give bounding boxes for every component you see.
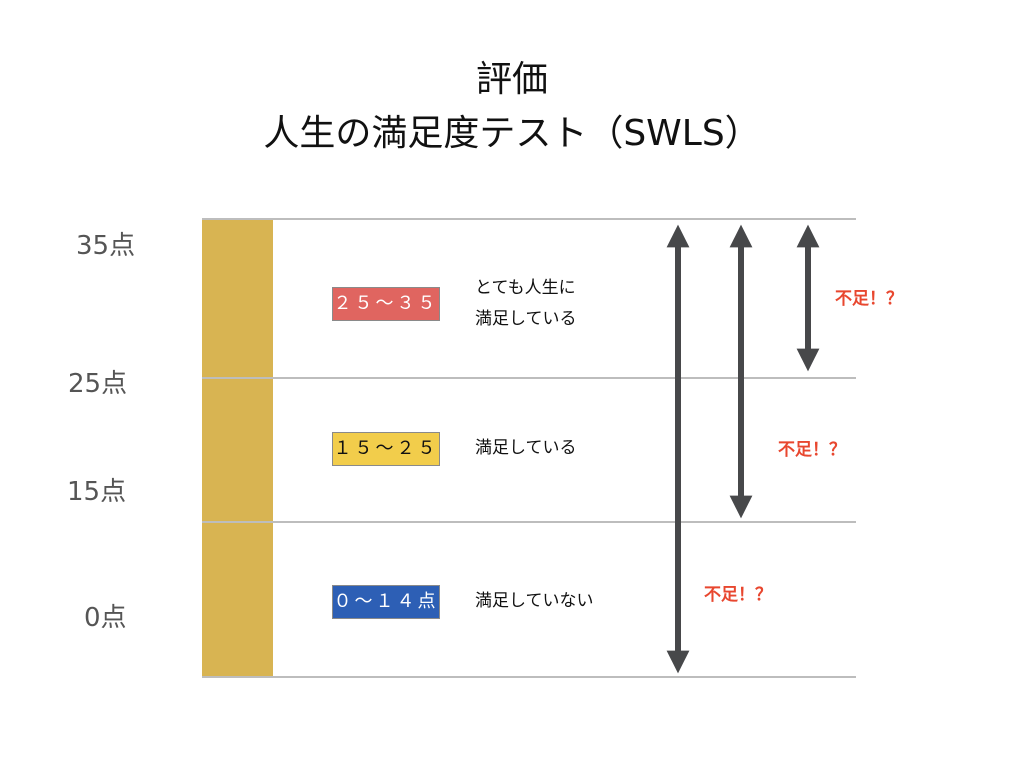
band-description-satisfied: 満足している [475, 433, 577, 464]
shortage-label-top: 不足！？ [835, 289, 903, 309]
title-line-2: 人生の満足度テスト（SWLS） [263, 113, 761, 154]
score-label-15: 15点 [67, 477, 127, 507]
gridline-25 [202, 377, 856, 379]
band-description-not-satisfied: 満足していない [475, 586, 594, 617]
gridline-15 [202, 521, 856, 523]
score-scale-bar [202, 220, 273, 677]
range-badge-25-35: ２５〜３５ [332, 287, 440, 321]
shortage-label-middle: 不足！？ [778, 440, 846, 460]
score-label-0: 0点 [84, 603, 127, 633]
gridline-0 [202, 676, 856, 678]
description-line: 満足していない [475, 591, 594, 611]
description-line: 満足している [475, 438, 577, 458]
description-line: とても人生に [475, 278, 576, 298]
gridline-35 [202, 218, 856, 220]
description-line: 満足している [475, 309, 577, 329]
range-badge-15-25: １５〜２５ [332, 432, 440, 466]
score-label-35: 35点 [76, 231, 136, 261]
band-description-very-satisfied: とても人生に 満足している [475, 273, 577, 335]
score-label-25: 25点 [68, 369, 128, 399]
title-line-1: 評価 [475, 59, 548, 100]
shortage-label-bottom: 不足！？ [704, 585, 772, 605]
range-badge-0-14: ０〜１４点 [332, 585, 440, 619]
